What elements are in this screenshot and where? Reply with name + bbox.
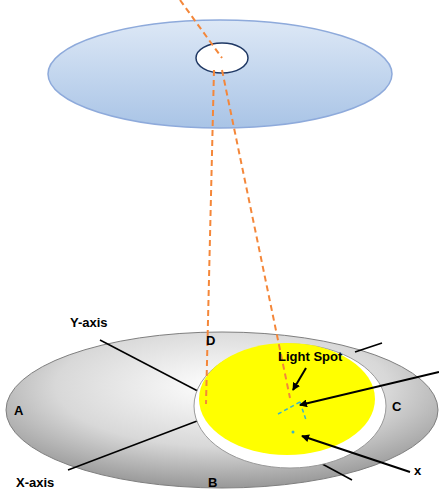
aperture-disc [48, 20, 392, 128]
callout-label: x [414, 464, 421, 478]
displacement-mark [278, 402, 300, 414]
callout-label: Light Spot [278, 350, 342, 364]
light-ray [222, 70, 290, 398]
x-axis-line [355, 343, 382, 352]
axis-label: Y-axis [70, 316, 108, 330]
light-ray [206, 70, 214, 404]
leader-line [300, 372, 439, 405]
quadrant-detector [6, 332, 438, 488]
light-spot [199, 343, 375, 455]
quadrant-letter: A [14, 404, 23, 418]
x-axis-line [68, 418, 205, 470]
spot-center [292, 431, 295, 434]
quadrant-letter: C [392, 400, 401, 414]
spot-rim [194, 344, 386, 468]
leader-line [302, 436, 410, 472]
quadrant-letter: B [208, 476, 217, 490]
axis-label: X-axis [16, 476, 54, 490]
light-ray [180, 0, 222, 58]
quadrant-letter: D [206, 334, 215, 348]
leader-line [293, 368, 306, 390]
